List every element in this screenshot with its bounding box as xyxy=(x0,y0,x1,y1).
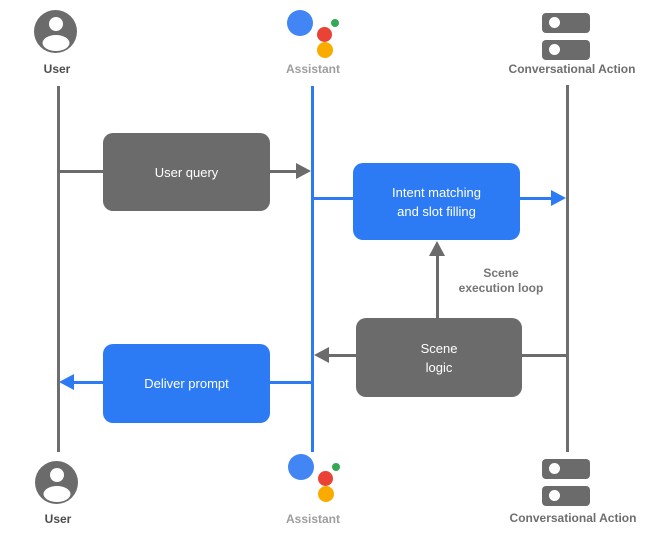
intent-matching-box-label-line2: and slot filling xyxy=(397,203,476,219)
conversational-action-icon xyxy=(542,459,590,506)
deliver-prompt-box: Deliver prompt xyxy=(103,344,270,423)
conversational-action-lifeline xyxy=(566,85,569,452)
deliver-prompt-box-label: Deliver prompt xyxy=(144,376,229,391)
scene-execution-loop-label-line2: execution loop xyxy=(458,281,544,295)
arrowhead-right-icon xyxy=(551,190,566,206)
scene-logic-box-label-line1: Scene xyxy=(420,340,458,356)
conversational-action-label: Conversational Action xyxy=(509,511,637,525)
user-query-box-label: User query xyxy=(154,164,219,180)
server-tray-icon xyxy=(542,13,590,33)
assistant-logo-green-dot xyxy=(331,19,339,27)
arrowhead-left-icon xyxy=(59,374,74,390)
conversational-action-icon xyxy=(542,13,590,60)
server-tray-icon xyxy=(542,486,590,506)
assistant-logo-blue-dot xyxy=(287,10,313,36)
assistant-icon xyxy=(287,10,341,58)
assistant-label: Assistant xyxy=(285,62,341,76)
user-label: User xyxy=(44,512,72,526)
arrowhead-left-icon xyxy=(314,347,329,363)
scene-logic-box: Scene logic xyxy=(356,318,522,397)
assistant-logo-red-dot xyxy=(317,27,332,42)
assistant-logo-green-dot xyxy=(332,463,340,471)
user-icon xyxy=(34,10,77,53)
arrowhead-right-icon xyxy=(296,163,311,179)
scene-execution-loop-label: Scene execution loop xyxy=(459,266,544,296)
assistant-logo-blue-dot xyxy=(288,454,314,480)
server-tray-icon xyxy=(542,40,590,60)
intent-matching-box: Intent matching and slot filling xyxy=(353,163,520,240)
scene-logic-box-label-line2: logic xyxy=(425,359,453,375)
conversational-action-label: Conversational Action xyxy=(508,62,636,76)
user-label: User xyxy=(43,62,71,76)
intent-matching-box-label-line1: Intent matching xyxy=(392,184,481,200)
arrowhead-up-icon xyxy=(429,241,445,256)
assistant-icon xyxy=(288,454,342,502)
scene-execution-loop-label-line1: Scene xyxy=(483,266,519,280)
user-icon xyxy=(35,461,78,504)
assistant-logo-yellow-dot xyxy=(318,486,334,502)
assistant-logo-yellow-dot xyxy=(317,42,333,58)
assistant-label: Assistant xyxy=(285,512,341,526)
user-query-box: User query xyxy=(103,133,270,211)
user-lifeline xyxy=(57,86,60,452)
assistant-lifeline xyxy=(311,86,314,452)
scene-loop-line xyxy=(436,255,439,318)
server-tray-icon xyxy=(542,459,590,479)
assistant-logo-red-dot xyxy=(318,471,333,486)
